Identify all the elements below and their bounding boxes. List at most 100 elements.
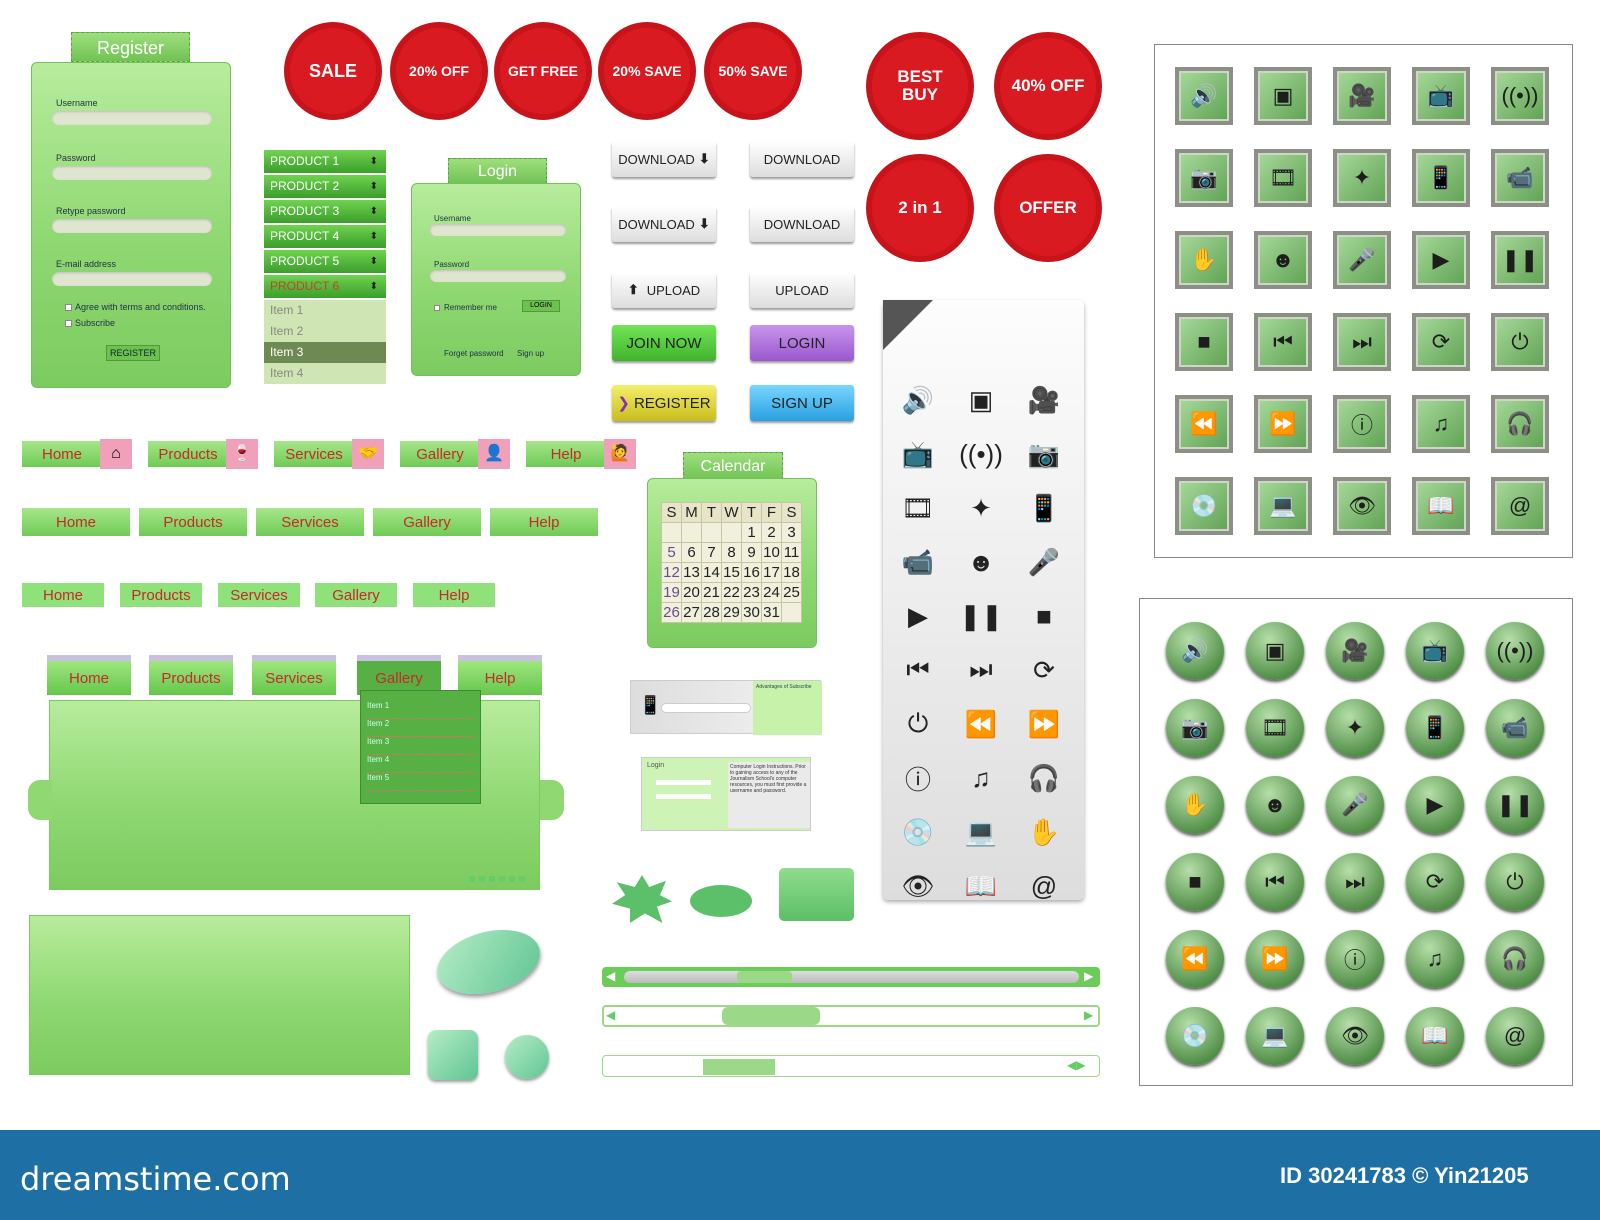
- calendar-day[interactable]: 13: [681, 562, 702, 583]
- music-icon[interactable]: ♫: [1406, 930, 1464, 988]
- laptop-icon[interactable]: 💻: [1254, 477, 1312, 535]
- repeat-icon[interactable]: ⟳: [1406, 853, 1464, 911]
- microphone-icon[interactable]: 🎤: [1326, 776, 1384, 834]
- help-person-icon[interactable]: 🙋: [604, 439, 636, 469]
- film-icon[interactable]: 🎞: [1254, 149, 1312, 207]
- fast-forward-icon[interactable]: ⏩: [1027, 708, 1061, 739]
- play-icon[interactable]: ▶: [908, 600, 928, 631]
- calendar-day[interactable]: 7: [701, 542, 722, 563]
- product-subitem[interactable]: Item 4: [264, 363, 386, 384]
- camera-icon[interactable]: 📷: [1027, 438, 1061, 469]
- badge[interactable]: 20% OFF: [396, 28, 482, 114]
- gallery-menu-item[interactable]: Item 3: [367, 737, 474, 755]
- smiley-icon[interactable]: ☻: [1254, 231, 1312, 289]
- scrollbar-1[interactable]: ◀ ▶: [602, 967, 1100, 987]
- password-field[interactable]: [52, 166, 212, 180]
- login-password-field[interactable]: [430, 270, 566, 282]
- calendar-day[interactable]: 27: [681, 602, 702, 623]
- badge[interactable]: 50% SAVE: [710, 28, 796, 114]
- calendar-day[interactable]: 11: [781, 542, 802, 563]
- calendar-day[interactable]: 16: [741, 562, 762, 583]
- mini-username-field[interactable]: [656, 780, 711, 785]
- prev-icon[interactable]: ⏮: [906, 654, 930, 684]
- scrollbar-2[interactable]: ◀ ▶: [602, 1005, 1100, 1027]
- scroll-arrows-icon[interactable]: ◀▶: [1067, 1058, 1086, 1072]
- play-icon[interactable]: ▶: [1412, 231, 1470, 289]
- camera-icon[interactable]: 📷: [1175, 149, 1233, 207]
- scroll-right-icon[interactable]: ▶: [1084, 969, 1094, 983]
- badge[interactable]: 40% OFF: [1000, 38, 1096, 134]
- scroll-thumb[interactable]: [737, 971, 792, 983]
- download-button-3[interactable]: DOWNLOAD⬇: [612, 206, 716, 242]
- stop-icon[interactable]: ■: [1036, 600, 1052, 631]
- monitors-icon[interactable]: ▣: [1246, 622, 1304, 680]
- compass-icon[interactable]: ✦: [1326, 699, 1384, 757]
- power-icon[interactable]: ⏻: [1486, 853, 1544, 911]
- hand-icon[interactable]: ✋: [1027, 816, 1061, 847]
- video-camera-icon[interactable]: 🎥: [1333, 67, 1391, 125]
- calendar-day[interactable]: 20: [681, 582, 702, 603]
- wireless-icon[interactable]: ((•)): [1486, 622, 1544, 680]
- signup-button[interactable]: SIGN UP: [750, 385, 854, 421]
- product-item[interactable]: PRODUCT 6⬍: [264, 275, 386, 298]
- product-item[interactable]: PRODUCT 4⬍: [264, 225, 386, 248]
- eye-icon[interactable]: 👁: [1326, 1007, 1384, 1065]
- disc-icon[interactable]: 💿: [1175, 477, 1233, 535]
- stop-icon[interactable]: ■: [1175, 313, 1233, 371]
- calendar-day[interactable]: 22: [721, 582, 742, 603]
- nav1-item-home[interactable]: Home: [22, 441, 102, 467]
- video-camera-icon[interactable]: 🎥: [1326, 622, 1384, 680]
- nav2-item-products[interactable]: Products: [139, 508, 247, 536]
- calendar-day[interactable]: 1: [741, 522, 762, 543]
- calendar-day[interactable]: 3: [781, 522, 802, 543]
- nav2-item-services[interactable]: Services: [256, 508, 364, 536]
- at-icon[interactable]: @: [1491, 477, 1549, 535]
- tab-services[interactable]: Services: [252, 655, 336, 695]
- eye-icon[interactable]: 👁: [901, 870, 935, 901]
- next-icon[interactable]: ⏭: [1333, 313, 1391, 371]
- laptop-icon[interactable]: 💻: [964, 816, 998, 847]
- product-item[interactable]: PRODUCT 3⬍: [264, 200, 386, 223]
- calendar-day[interactable]: 5: [661, 542, 682, 563]
- stop-icon[interactable]: ■: [1166, 853, 1224, 911]
- nav2-item-home[interactable]: Home: [22, 508, 130, 536]
- calendar-day[interactable]: 18: [781, 562, 802, 583]
- speaker-icon[interactable]: 🔊: [1166, 622, 1224, 680]
- book-icon[interactable]: 📖: [1406, 1007, 1464, 1065]
- calendar-day[interactable]: 19: [661, 582, 682, 603]
- forgot-link[interactable]: Forget password: [444, 349, 504, 358]
- smiley-icon[interactable]: ☻: [967, 546, 995, 577]
- tab-home[interactable]: Home: [47, 655, 131, 695]
- film-icon[interactable]: 🎞: [901, 492, 935, 523]
- slider-prev-button[interactable]: [28, 780, 52, 820]
- scroll-thumb[interactable]: [703, 1059, 775, 1075]
- disc-icon[interactable]: 💿: [1166, 1007, 1224, 1065]
- nav1-item-help[interactable]: Help: [526, 441, 606, 467]
- product-item[interactable]: PRODUCT 5⬍: [264, 250, 386, 273]
- headphones-icon[interactable]: 🎧: [1027, 762, 1061, 793]
- calendar-day[interactable]: 9: [741, 542, 762, 563]
- calendar-day[interactable]: 24: [761, 582, 782, 603]
- at-icon[interactable]: @: [1486, 1007, 1544, 1065]
- download-button-2[interactable]: DOWNLOAD: [750, 141, 854, 177]
- download-button-1[interactable]: DOWNLOAD⬇: [612, 141, 716, 177]
- subscribe-field[interactable]: [661, 703, 751, 713]
- nav3-item-help[interactable]: Help: [413, 583, 495, 607]
- at-icon[interactable]: @: [1030, 870, 1058, 901]
- calendar-day[interactable]: 31: [761, 602, 782, 623]
- repeat-icon[interactable]: ⟳: [1033, 654, 1055, 685]
- calendar-day[interactable]: [661, 522, 682, 543]
- register-yellow-button[interactable]: ❯REGISTER: [612, 385, 716, 421]
- badge[interactable]: 20% SAVE: [604, 28, 690, 114]
- product-item[interactable]: PRODUCT 2⬍: [264, 175, 386, 198]
- subscribe-checkbox[interactable]: [65, 320, 72, 327]
- scroll-thumb[interactable]: [722, 1007, 820, 1025]
- mobile-icon[interactable]: 📱: [1406, 699, 1464, 757]
- repeat-icon[interactable]: ⟳: [1412, 313, 1470, 371]
- pause-icon[interactable]: ❚❚: [1491, 231, 1549, 289]
- mini-password-field[interactable]: [656, 794, 711, 799]
- eye-icon[interactable]: 👁: [1333, 477, 1391, 535]
- calendar-day[interactable]: [701, 522, 722, 543]
- calendar-day[interactable]: 28: [701, 602, 722, 623]
- nav1-item-gallery[interactable]: Gallery: [400, 441, 480, 467]
